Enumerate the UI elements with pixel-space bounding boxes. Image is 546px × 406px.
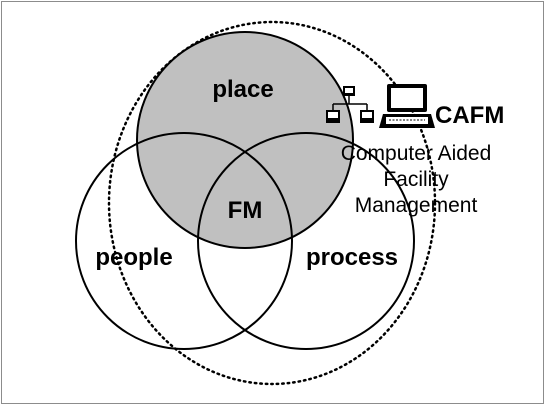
computer-icon bbox=[379, 84, 435, 128]
place-label: place bbox=[212, 76, 273, 103]
cafm-acronym: CAFM bbox=[435, 102, 505, 129]
people-circle bbox=[75, 132, 293, 350]
network-icon bbox=[326, 86, 374, 123]
people-label: people bbox=[95, 244, 172, 271]
cafm-description: Computer Aided Facility Management bbox=[318, 141, 514, 219]
cafm-line-2: Facility bbox=[383, 168, 449, 191]
process-circle bbox=[197, 132, 415, 350]
cafm-line-1: Computer Aided bbox=[340, 142, 492, 165]
fm-center-label: FM bbox=[228, 197, 263, 224]
cafm-line-3: Management bbox=[354, 194, 478, 217]
process-label: process bbox=[306, 244, 398, 271]
place-circle bbox=[136, 31, 354, 249]
outer-dotted-boundary bbox=[107, 20, 437, 386]
